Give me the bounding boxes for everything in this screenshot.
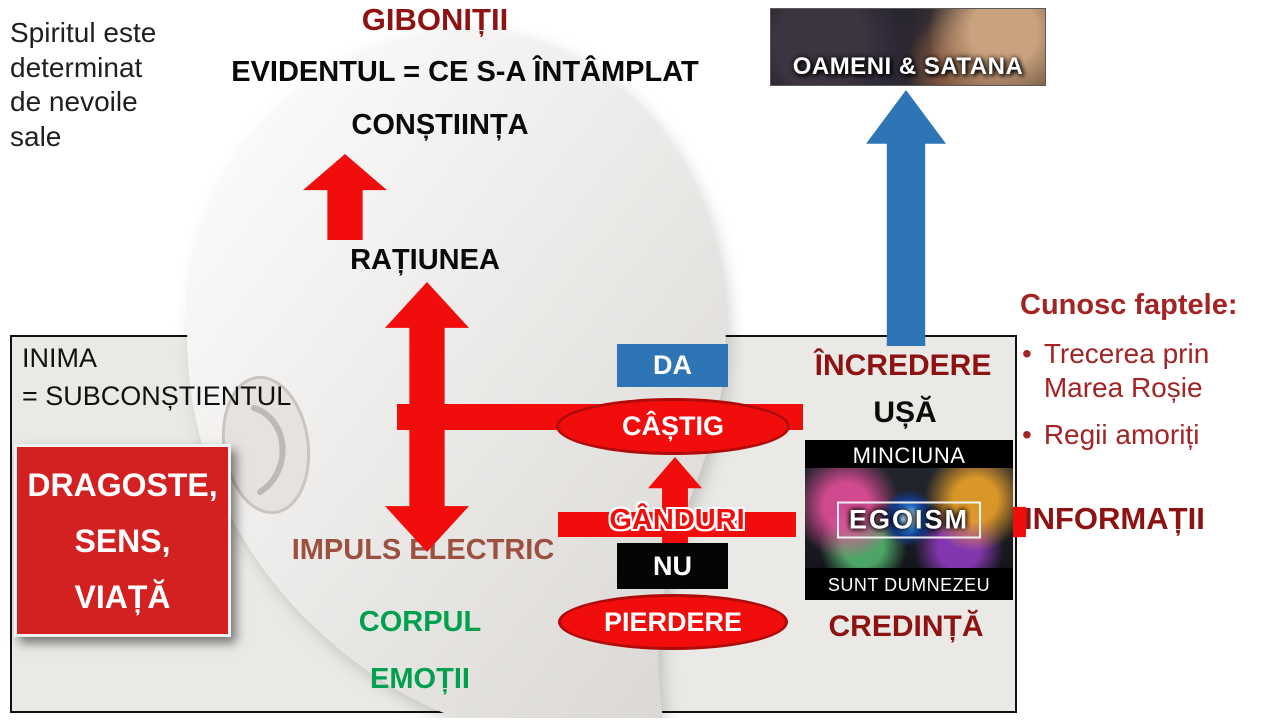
spirit-note-line: sale [10, 121, 62, 153]
dragoste-line: SENS, [74, 522, 171, 559]
ratiunea-label: RAȚIUNEA [350, 244, 500, 276]
ganduri-label: GÂNDURI [609, 504, 745, 536]
da-box: DA [617, 344, 728, 387]
constiinta-label: CONȘTIINȚA [351, 109, 529, 141]
egoism-label: EGOISM [836, 501, 982, 539]
corpul-label: CORPUL [358, 606, 482, 638]
spirit-note-line: determinat [10, 51, 143, 83]
head-outline [187, 29, 726, 718]
sunt-dumnezeu-label: SUNT DUMNEZEU [827, 575, 991, 595]
spirit-note-line: Spiritul este [10, 17, 157, 48]
bullet-icon: • [1022, 419, 1032, 451]
dragoste-line: DRAGOSTE, [27, 466, 218, 503]
nu-box: NU [617, 543, 728, 589]
dragoste-box: DRAGOSTE, SENS, VIAȚĂ [14, 444, 231, 637]
head-silhouette-image [187, 29, 726, 718]
minciuna-label: MINCIUNA [852, 443, 966, 468]
emotii-label: EMOȚII [370, 663, 470, 695]
castig-ellipse: CÂȘTIG [556, 398, 790, 455]
gibonitii-title: GIBONIȚII [361, 2, 509, 37]
facts-item-text: Regii amoriți [1043, 419, 1200, 451]
oameni-satana-caption: OAMENI & SATANA [792, 53, 1024, 80]
oameni-satana-image: OAMENI & SATANA [770, 8, 1046, 86]
blue-arrow-incredere-to-oameni [866, 90, 946, 346]
facts-item: • Trecerea prin Marea Roșie [1022, 337, 1268, 404]
egoism-box: MINCIUNA EGOISM SUNT DUMNEZEU [805, 440, 1013, 600]
evidentul-text: EVIDENTUL = CE S-A ÎNTÂMPLAT [231, 56, 699, 88]
informatii-label: INFORMAȚII [1024, 501, 1205, 536]
facts-title: Cunosc faptele: [1020, 289, 1238, 321]
pierdere-ellipse: PIERDERE [558, 594, 788, 650]
facts-list: • Trecerea prin Marea Roșie • Regii amor… [1022, 337, 1268, 466]
eye-image [805, 468, 1013, 568]
spirit-note-line: de nevoile [10, 86, 138, 118]
credinta-label: CREDINȚĂ [828, 610, 984, 643]
usa-label: UȘĂ [873, 396, 937, 429]
subconstient-label: = SUBCONȘTIENTUL [22, 381, 292, 411]
spirit-note: Spiritul este determinat de nevoile sale [10, 16, 210, 155]
bullet-icon: • [1022, 338, 1032, 369]
inima-label: INIMA [22, 343, 98, 373]
facts-item-text: Trecerea prin Marea Roșie [1043, 338, 1210, 403]
incredere-label: ÎNCREDERE [814, 349, 992, 382]
facts-item: • Regii amoriți [1022, 418, 1268, 452]
ear-inner-line [251, 405, 286, 495]
dragoste-line: VIAȚĂ [74, 578, 171, 615]
